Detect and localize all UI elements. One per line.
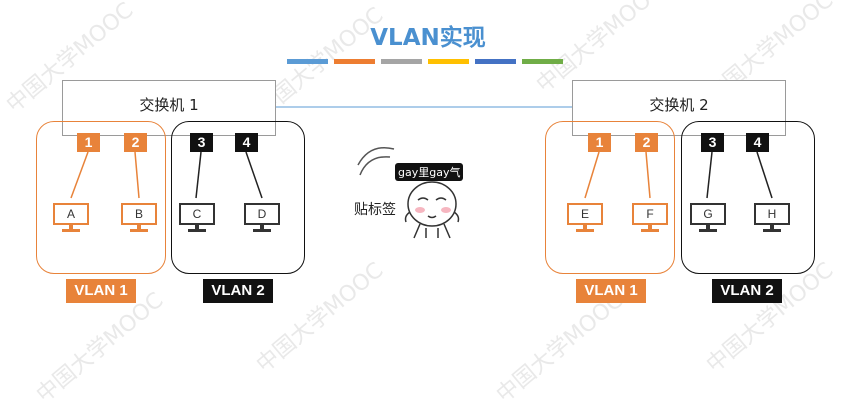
pc-e-label: E [567,203,603,225]
pc-a: A [53,203,89,233]
vlan2-label-left: VLAN 2 [203,279,273,303]
accent-bar-3 [381,59,422,64]
pc-d-label: D [244,203,280,225]
vlan2-label-right: VLAN 2 [712,279,782,303]
accent-bar-4 [428,59,469,64]
port-4-left: 4 [235,133,258,152]
link-d [245,151,263,199]
link-e [584,151,600,199]
link-b [134,151,140,199]
port-1-right: 1 [588,133,611,152]
vlan1-group-right [545,121,675,274]
meme-side-text: 贴标签 [354,202,396,218]
pc-g: G [690,203,726,233]
meme-sticker: gay里gay气 贴标签 [350,120,476,242]
pc-c-label: C [179,203,215,225]
port-4-right: 4 [746,133,769,152]
port-3-right: 3 [701,133,724,152]
vlan2-group-right [681,121,815,274]
accent-bar-2 [334,59,375,64]
pc-g-label: G [690,203,726,225]
meme-bubble: gay里gay气 [395,163,464,181]
pc-h: H [754,203,790,233]
link-h [756,151,773,199]
pc-c: C [179,203,215,233]
link-g [706,151,713,199]
pc-e: E [567,203,603,233]
pc-b: B [121,203,157,233]
link-f [645,151,651,199]
link-c [195,151,202,199]
port-2-right: 2 [635,133,658,152]
link-a [70,151,89,199]
pc-b-label: B [121,203,157,225]
pc-a-label: A [53,203,89,225]
pc-f: F [632,203,668,233]
switch-2-label: 交换机 2 [649,96,709,114]
switch-1: 交换机 1 [62,80,276,136]
port-2-left: 2 [124,133,147,152]
page-title: VLAN实现 [370,25,486,51]
accent-bar-5 [475,59,516,64]
vlan1-label-left: VLAN 1 [66,279,136,303]
pc-h-label: H [754,203,790,225]
port-3-left: 3 [190,133,213,152]
vlan2-group-left [171,121,305,274]
vlan1-label-right: VLAN 1 [576,279,646,303]
vlan1-group-left [36,121,166,274]
switch-1-label: 交换机 1 [139,96,199,114]
accent-bar-1 [287,59,328,64]
meme-face-icon [357,147,460,239]
port-1-left: 1 [77,133,100,152]
pc-d: D [244,203,280,233]
accent-bar-6 [522,59,563,64]
switch-2: 交换机 2 [572,80,786,136]
pc-f-label: F [632,203,668,225]
accent-bars [287,59,563,64]
